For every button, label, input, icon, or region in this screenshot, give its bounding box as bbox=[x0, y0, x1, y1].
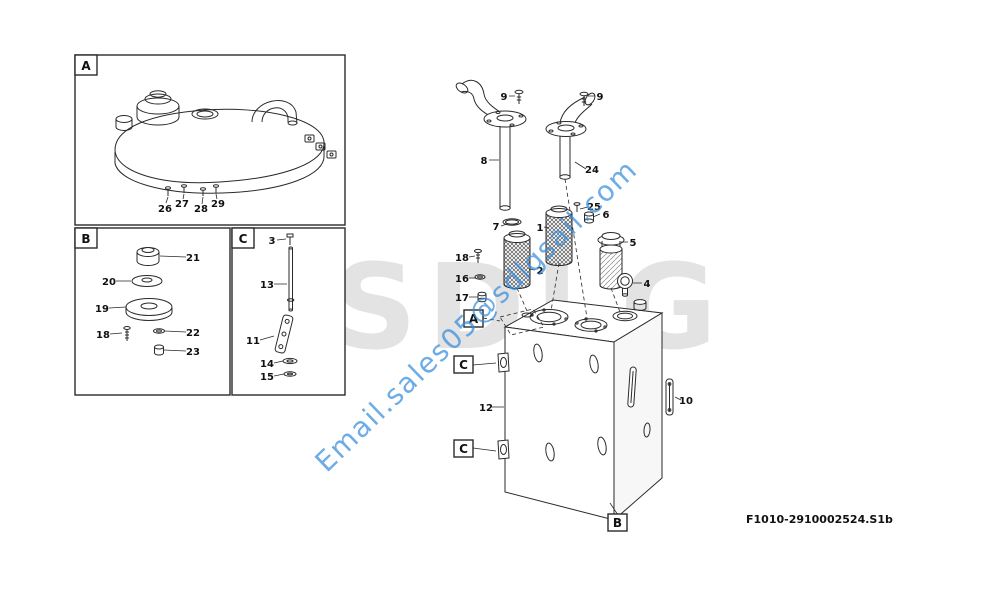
inset-b-label: B bbox=[81, 232, 90, 246]
callout-27: 27 bbox=[175, 199, 189, 210]
detail-a-dashed-region bbox=[499, 308, 545, 336]
filter-element-1-drawing bbox=[545, 205, 573, 266]
callout-24: 24 bbox=[585, 165, 599, 176]
inset-c-leader-lines bbox=[259, 238, 287, 377]
hydraulic-tank-drawing bbox=[497, 299, 664, 522]
callout-18b: 18 bbox=[96, 330, 110, 341]
callout-29: 29 bbox=[211, 199, 225, 210]
ref-letter-c-upper: C bbox=[459, 358, 468, 372]
tank-top-assembly-drawing bbox=[114, 90, 337, 196]
callout-26: 26 bbox=[158, 204, 172, 215]
callout-15: 15 bbox=[260, 372, 274, 383]
bolt-25-drawing bbox=[573, 202, 581, 212]
callout-10: 10 bbox=[679, 396, 693, 407]
inset-c-label-box bbox=[231, 227, 255, 249]
breather-assembly-drawing bbox=[123, 247, 173, 356]
callout-11: 11 bbox=[246, 336, 260, 347]
inset-a: A bbox=[74, 54, 346, 226]
ref-letter-b: B bbox=[613, 516, 622, 530]
inset-a-label: A bbox=[81, 59, 91, 73]
screw-18-drawing bbox=[474, 248, 482, 263]
callout-17: 17 bbox=[455, 293, 469, 304]
inset-b-label-box bbox=[74, 227, 98, 249]
washer-16-drawing bbox=[474, 274, 486, 280]
strainer-5-drawing bbox=[597, 232, 625, 290]
callout-6: 6 bbox=[603, 210, 610, 221]
inset-a-leader-lines bbox=[165, 193, 218, 205]
suction-pipe-8-drawing bbox=[455, 79, 527, 211]
callout-22: 22 bbox=[186, 328, 200, 339]
callout-3: 3 bbox=[269, 236, 276, 247]
filter-element-2-drawing bbox=[503, 230, 531, 289]
callout-28: 28 bbox=[194, 204, 208, 215]
callout-21: 21 bbox=[186, 253, 200, 264]
fitting-17-drawing bbox=[477, 291, 487, 303]
callout-4: 4 bbox=[644, 279, 651, 290]
callout-2: 2 bbox=[537, 266, 544, 277]
cap-4-drawing bbox=[617, 273, 633, 297]
inset-a-label-box bbox=[74, 54, 98, 76]
ref-box-c-lower: C bbox=[453, 439, 474, 458]
callout-14: 14 bbox=[260, 359, 274, 370]
callout-16: 16 bbox=[455, 274, 469, 285]
callout-18: 18 bbox=[455, 253, 469, 264]
main-leader-lines bbox=[468, 95, 682, 516]
plug-6-drawing bbox=[584, 211, 594, 224]
callout-9b: 9 bbox=[597, 92, 604, 103]
figure-code: F1010-2910002524.S1b bbox=[746, 513, 893, 526]
assembly-dashed-lines bbox=[482, 178, 621, 322]
callout-12: 12 bbox=[479, 403, 493, 414]
ref-letter-c-lower: C bbox=[459, 442, 468, 456]
inset-c-label: C bbox=[239, 232, 248, 246]
ref-box-b: B bbox=[607, 513, 628, 532]
screw-9-left-drawing bbox=[514, 89, 524, 104]
callout-25: 25 bbox=[587, 202, 601, 213]
callout-7: 7 bbox=[493, 222, 500, 233]
inset-a-border bbox=[74, 54, 346, 226]
inset-c: C 3 1 bbox=[231, 227, 346, 396]
callout-19: 19 bbox=[95, 304, 109, 315]
inset-b: B 21 20 bbox=[74, 227, 231, 396]
callout-8: 8 bbox=[481, 156, 488, 167]
ref-box-c-upper: C bbox=[453, 355, 474, 374]
callout-23: 23 bbox=[186, 347, 200, 358]
o-ring-7-drawing bbox=[502, 218, 522, 226]
ref-letter-a: A bbox=[469, 312, 479, 326]
rod-bracket-assembly-drawing bbox=[274, 233, 298, 377]
gauge-strip-drawing bbox=[665, 378, 674, 416]
screw-9-right-drawing bbox=[579, 91, 589, 106]
main-exploded-view: 9 9 8 24 7 1 25 6 5 2 18 16 17 4 12 10 A… bbox=[453, 79, 693, 532]
callout-1: 1 bbox=[537, 223, 544, 234]
return-pipe-24-drawing bbox=[545, 92, 596, 180]
callout-9a: 9 bbox=[501, 92, 508, 103]
callout-5: 5 bbox=[630, 238, 637, 249]
callout-13: 13 bbox=[260, 280, 274, 291]
inset-b-leader-lines bbox=[108, 255, 187, 352]
ref-box-a: A bbox=[463, 309, 484, 328]
callout-20: 20 bbox=[102, 277, 116, 288]
